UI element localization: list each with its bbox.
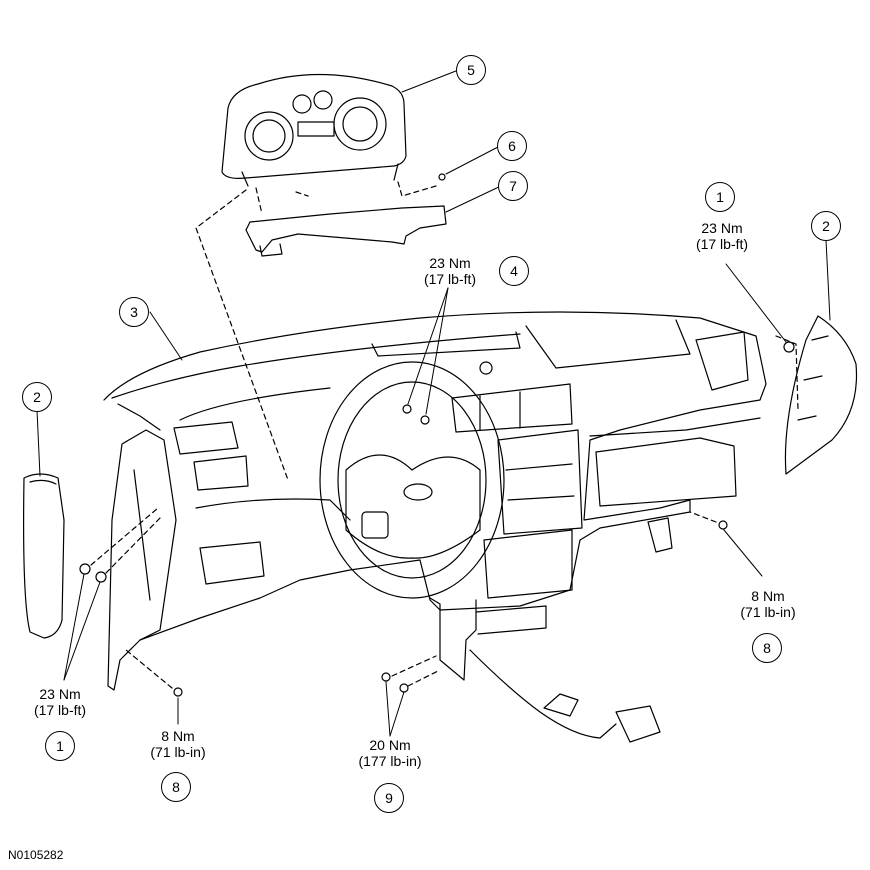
fasteners <box>79 173 795 697</box>
callout-9: 9 <box>374 783 404 813</box>
torque-label-1-right: 23 Nm (17 lb-ft) <box>682 220 762 252</box>
figure-id: N0105282 <box>8 848 64 862</box>
callout-2-left: 2 <box>22 382 52 412</box>
callout-6: 6 <box>497 131 527 161</box>
torque-imperial: (71 lb-in) <box>740 604 796 620</box>
torque-label-9: 20 Nm (177 lb-in) <box>346 737 434 769</box>
cluster-finish-panel <box>245 205 447 257</box>
torque-metric: 8 Nm <box>751 588 785 604</box>
torque-metric: 23 Nm <box>701 220 743 236</box>
torque-metric: 20 Nm <box>369 737 411 753</box>
torque-imperial: (17 lb-ft) <box>33 702 87 718</box>
center-support-bracket <box>429 597 547 681</box>
torque-imperial: (71 lb-in) <box>150 744 206 760</box>
callout-8-right: 8 <box>752 633 782 663</box>
torque-label-1-left: 23 Nm (17 lb-ft) <box>20 686 100 718</box>
left-end-cap <box>23 473 65 639</box>
callout-leader-lines <box>36 68 831 737</box>
callout-1-right: 1 <box>705 182 735 212</box>
callout-3: 3 <box>119 297 149 327</box>
right-end-cap <box>784 315 858 475</box>
torque-metric: 8 Nm <box>161 728 195 744</box>
callout-5: 5 <box>456 55 486 85</box>
right-end-cap-leader <box>775 335 799 411</box>
callout-7: 7 <box>498 171 528 201</box>
torque-label-8-right: 8 Nm (71 lb-in) <box>728 588 808 620</box>
torque-imperial: (17 lb-ft) <box>695 236 749 252</box>
right-lower-bracket <box>647 517 673 553</box>
torque-imperial: (177 lb-in) <box>358 753 422 769</box>
callout-1-left: 1 <box>45 731 75 761</box>
torque-metric: 23 Nm <box>39 686 81 702</box>
callout-8-left: 8 <box>161 772 191 802</box>
wire-harness <box>469 649 661 743</box>
cluster-leader-lines <box>195 181 437 481</box>
callout-2-right: 2 <box>811 211 841 241</box>
torque-metric: 23 Nm <box>429 255 471 271</box>
instrument-cluster <box>221 73 407 187</box>
torque-label-8-left: 8 Nm (71 lb-in) <box>138 728 218 760</box>
torque-imperial: (17 lb-ft) <box>423 271 477 287</box>
torque-label-4: 23 Nm (17 lb-ft) <box>410 255 490 287</box>
instrument-panel-body <box>103 311 767 641</box>
left-side-bracket <box>107 429 177 691</box>
fastener-leader-lines <box>90 507 717 689</box>
callout-4: 4 <box>499 256 529 286</box>
steering-wheel <box>319 361 505 599</box>
